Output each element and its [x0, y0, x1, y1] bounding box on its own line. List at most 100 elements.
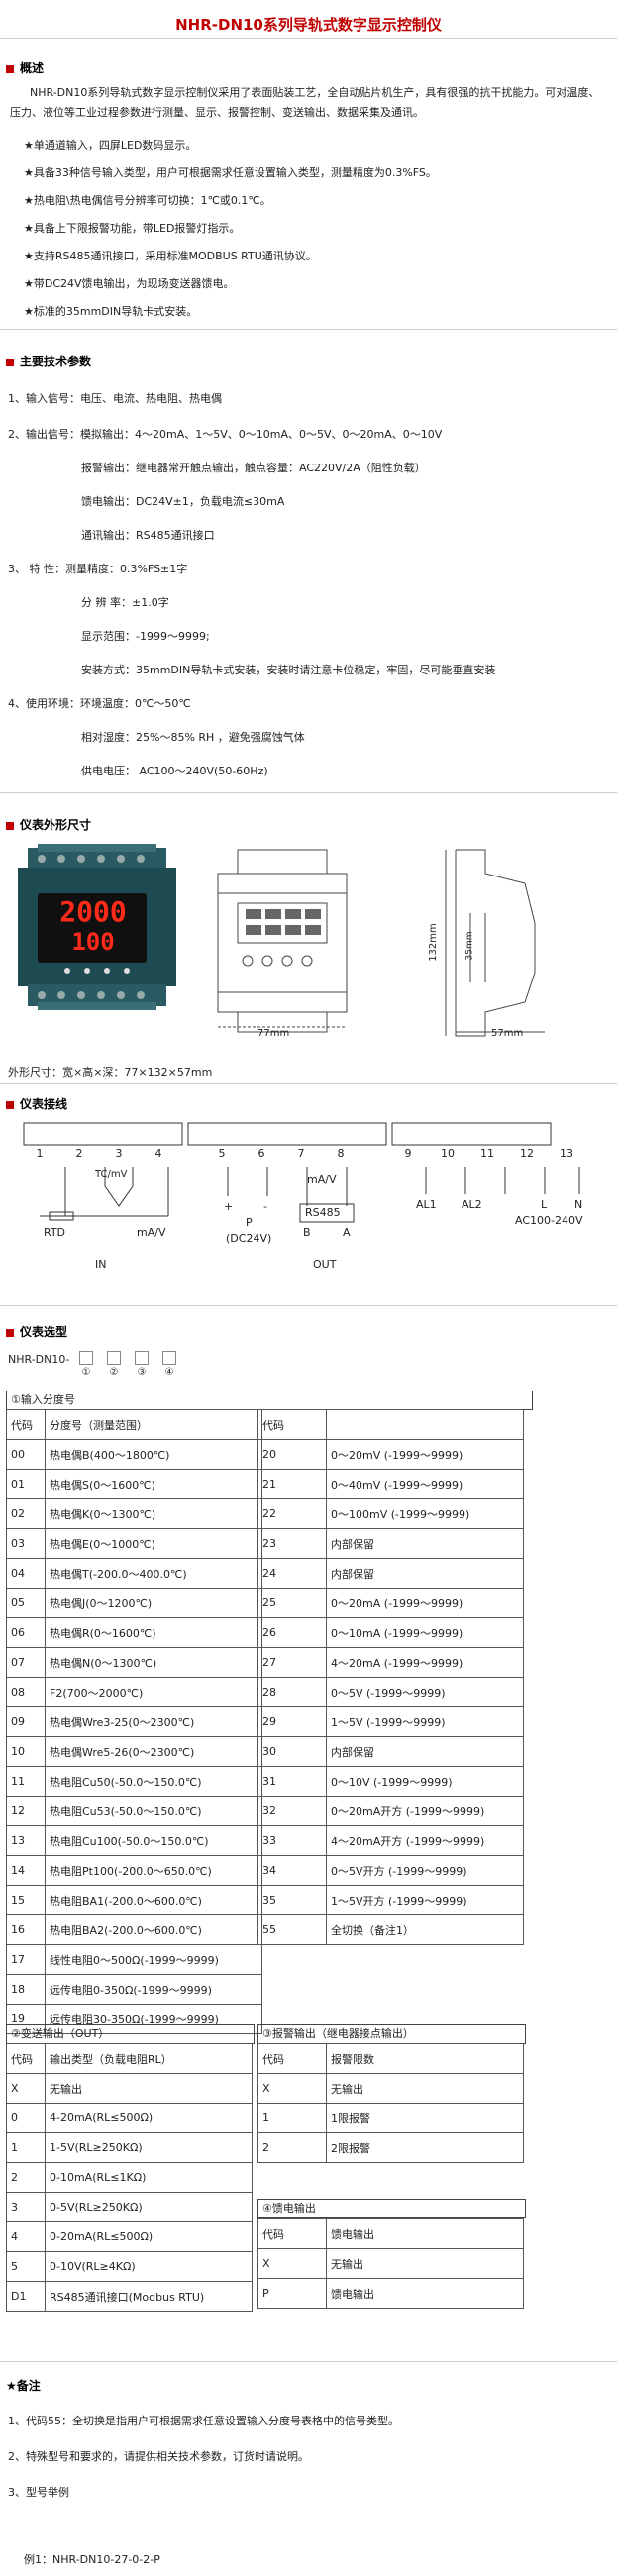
- width-dimension: 77mm: [257, 1028, 290, 1039]
- spec-row: 2、输出信号：模拟输出：4～20mA、1～5V、0～10mA、0～5V、0～20…: [8, 428, 443, 441]
- model-slot: [107, 1351, 121, 1365]
- terminal-label: 8: [337, 1147, 345, 1160]
- spec-row: 通讯输出：RS485通讯接口: [81, 529, 215, 542]
- model-slot: [162, 1351, 176, 1365]
- type-cell: 1～5V (-1999～9999): [326, 1706, 524, 1737]
- code-cell: 05: [6, 1588, 46, 1618]
- type-cell: 馈电输出: [326, 2278, 524, 2309]
- note-item: 2、特殊型号和要求的，请提供相关技术参数，订货时请说明。: [8, 2450, 309, 2463]
- code-cell: 17: [6, 1944, 46, 1975]
- front-view-drawing: 77mm: [198, 844, 366, 1042]
- type-cell: 热电偶J(0～1200℃): [45, 1588, 262, 1618]
- feature-item: ★具备33种信号输入类型，用户可根据需求任意设置输入类型，测量精度为0.3%FS…: [24, 166, 437, 179]
- type-cell: 0-5V(RL≥250KΩ): [45, 2192, 253, 2222]
- code-cell: 5: [6, 2251, 46, 2282]
- bullet-icon: [6, 821, 14, 830]
- code-cell: 14: [6, 1855, 46, 1886]
- minus-label: -: [263, 1200, 267, 1213]
- type-cell: 0～100mV (-1999～9999): [326, 1498, 524, 1529]
- type-cell: 线性电阻0～500Ω(-1999～9999): [45, 1944, 262, 1975]
- terminal-label: 5: [218, 1147, 226, 1160]
- type-cell: 热电偶Wre3-25(0～2300℃): [45, 1706, 262, 1737]
- wiring-heading: 仪表接线: [6, 1095, 67, 1112]
- code-cell: 06: [6, 1617, 46, 1648]
- table-row: 代码 馈电输出: [257, 2218, 524, 2249]
- type-cell: 0～5V开方 (-1999～9999): [326, 1855, 524, 1886]
- code-cell: 20: [257, 1439, 327, 1470]
- type-cell: 0～20mA (-1999～9999): [326, 1588, 524, 1618]
- terminal-label: 12: [520, 1147, 534, 1160]
- code-cell: X: [6, 2073, 46, 2104]
- code-cell: 02: [6, 1498, 46, 1529]
- terminal-label: 2: [75, 1147, 83, 1160]
- type-cell: 1-5V(RL≥250KΩ): [45, 2132, 253, 2163]
- table-header-cell: 代码: [6, 1409, 46, 1440]
- terminal-label: 4: [154, 1147, 162, 1160]
- ac-label: AC100-240V: [515, 1214, 583, 1227]
- type-cell: 热电偶T(-200.0～400.0℃): [45, 1558, 262, 1589]
- code-cell: 1: [257, 2103, 327, 2133]
- rtd-label: RTD: [44, 1226, 66, 1239]
- code-cell: 25: [257, 1588, 327, 1618]
- terminal-label: 3: [115, 1147, 123, 1160]
- bullet-icon: [6, 1100, 14, 1109]
- type-cell: 0-10V(RL≥4KΩ): [45, 2251, 253, 2282]
- type-cell: 内部保留: [326, 1736, 524, 1767]
- out-label: OUT: [313, 1258, 337, 1271]
- spec-row: 3、 特 性：测量精度：0.3%FS±1字: [8, 563, 188, 575]
- model-slot-number: ①: [81, 1367, 91, 1378]
- code-cell: 09: [6, 1706, 46, 1737]
- code-cell: 3: [6, 2192, 46, 2222]
- depth-dimension: 57mm: [491, 1028, 524, 1039]
- type-cell: 热电阻Cu100(-50.0～150.0℃): [45, 1825, 262, 1856]
- code-cell: 4: [6, 2221, 46, 2252]
- type-cell: 0～5V (-1999～9999): [326, 1677, 524, 1707]
- a-label: A: [343, 1226, 351, 1239]
- display-top-value: 2000: [59, 895, 127, 928]
- type-cell: 热电阻Pt100(-200.0～650.0℃): [45, 1855, 262, 1886]
- type-cell: 0～20mV (-1999～9999): [326, 1439, 524, 1470]
- type-cell: 4～20mA开方 (-1999～9999): [326, 1825, 524, 1856]
- l-label: L: [541, 1198, 548, 1211]
- code-cell: 29: [257, 1706, 327, 1737]
- height-dimension: 132mm: [427, 923, 439, 962]
- type-cell: 无输出: [326, 2248, 524, 2279]
- code-cell: 16: [6, 1914, 46, 1945]
- feature-item: ★标准的35mmDIN导轨卡式安装。: [24, 305, 198, 318]
- table-header-cell: 报警限数: [326, 2043, 524, 2074]
- code-cell: 22: [257, 1498, 327, 1529]
- type-cell: 0～10V (-1999～9999): [326, 1766, 524, 1797]
- inner-dimension: 35mm: [464, 931, 475, 961]
- model-code-slots: ① ② ③ ④: [79, 1347, 198, 1383]
- code-cell: 11: [6, 1766, 46, 1797]
- code-cell: 27: [257, 1647, 327, 1678]
- type-cell: RS485通讯接口(Modbus RTU): [45, 2281, 253, 2312]
- wiring-diagram: 1 2 3 4 5 6 7 8 9 10 11 12 13 TC/mV RTD …: [20, 1117, 586, 1295]
- type-cell: 热电阻BA2(-200.0～600.0℃): [45, 1914, 262, 1945]
- divider: [0, 329, 617, 330]
- type-cell: 内部保留: [326, 1528, 524, 1559]
